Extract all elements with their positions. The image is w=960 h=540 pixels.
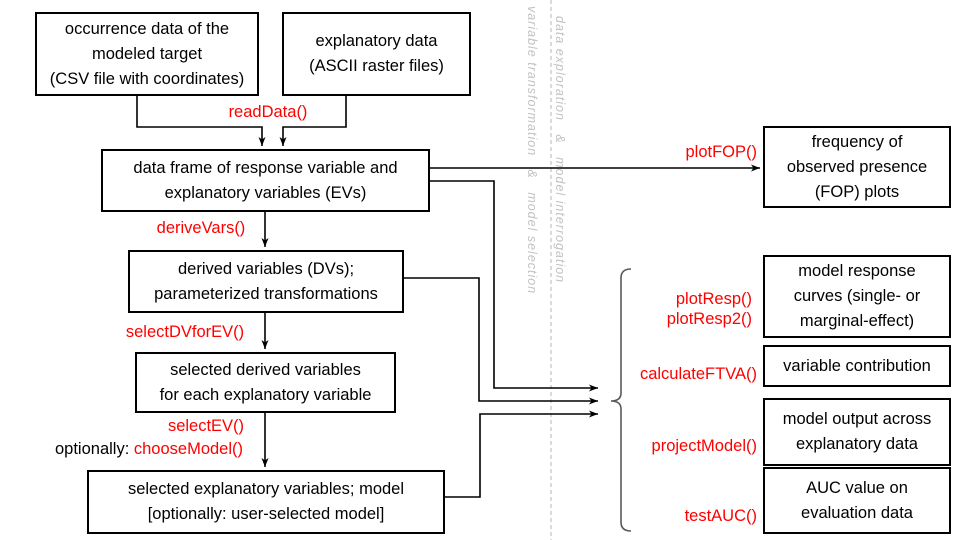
box-auc-value: AUC value on evaluation data bbox=[763, 467, 951, 534]
label-choose-model-function: optionally: chooseModel() bbox=[28, 439, 270, 459]
connector-explanatory-to-dataframe bbox=[279, 95, 347, 146]
box-text-line: data frame of response variable and bbox=[133, 158, 398, 177]
label-project-model-function: projectModel() bbox=[651, 437, 757, 455]
box-text-line: explanatory variables (EVs) bbox=[164, 183, 367, 202]
label-select-ev-function: selectEV() bbox=[167, 417, 245, 435]
box-text-line: marginal-effect) bbox=[799, 312, 915, 330]
box-text-line: selected explanatory variables; model bbox=[127, 480, 405, 498]
box-selected-derived-variables: selected derived variables for each expl… bbox=[135, 352, 396, 413]
connector-occurrence-to-dataframe bbox=[136, 95, 266, 146]
box-fop-plots: frequency of observed presence (FOP) plo… bbox=[763, 126, 951, 208]
box-text-line: model response bbox=[798, 262, 916, 280]
box-text-line: selected derived variables bbox=[170, 360, 361, 379]
connector-dataframe-to-brace bbox=[430, 180, 598, 392]
box-text-line: explanatory data bbox=[795, 435, 918, 453]
box-occurrence-data: occurrence data of the modeled target (C… bbox=[35, 12, 259, 96]
label-derive-vars-function: deriveVars() bbox=[156, 219, 246, 237]
box-text-line: occurrence data of the bbox=[64, 19, 230, 38]
section-label-variable-transformation: variable transformation & model selectio… bbox=[525, 5, 539, 295]
box-variable-contribution: variable contribution bbox=[763, 345, 951, 387]
output-group-brace bbox=[610, 268, 632, 532]
box-text-line: (CSV file with coordinates) bbox=[49, 69, 245, 88]
box-text-line: evaluation data bbox=[801, 503, 913, 522]
box-text-line: (ASCII raster files) bbox=[309, 57, 444, 75]
box-text-line: AUC value on bbox=[806, 478, 908, 497]
label-select-dv-for-ev-function: selectDVforEV() bbox=[125, 323, 245, 341]
box-text-line: [optionally: user-selected model] bbox=[147, 505, 385, 523]
box-text-line: observed presence bbox=[786, 157, 928, 176]
label-test-auc-function: testAUC() bbox=[684, 507, 757, 525]
label-plot-resp-function: plotResp() bbox=[675, 290, 752, 308]
box-text-line: for each explanatory variable bbox=[159, 385, 372, 404]
label-plot-fop-function: plotFOP() bbox=[685, 143, 757, 161]
box-selected-explanatory-variables: selected explanatory variables; model [o… bbox=[87, 470, 445, 534]
label-plot-resp2-function: plotResp2() bbox=[666, 310, 752, 328]
box-text-line: modeled target bbox=[91, 44, 203, 63]
section-label-data-exploration: data exploration & model interrogation bbox=[553, 16, 567, 284]
label-calculate-ftva-function: calculateFTVA() bbox=[639, 365, 757, 383]
box-explanatory-data: explanatory data (ASCII raster files) bbox=[282, 12, 471, 96]
choose-model-optional-prefix: optionally: bbox=[54, 440, 134, 458]
box-model-output: model output across explanatory data bbox=[763, 398, 951, 466]
connector-selected-evs-to-brace bbox=[445, 410, 598, 498]
box-text-line: variable contribution bbox=[783, 356, 931, 375]
box-dataframe: data frame of response variable and expl… bbox=[101, 149, 430, 212]
box-text-line: explanatory data bbox=[315, 32, 438, 50]
box-text-line: frequency of bbox=[811, 132, 903, 151]
connector-derived-to-brace bbox=[404, 277, 598, 405]
label-read-data-function: readData() bbox=[228, 103, 308, 121]
choose-model-function-name: chooseModel() bbox=[133, 440, 244, 458]
box-derived-variables: derived variables (DVs); parameterized t… bbox=[128, 250, 404, 313]
box-text-line: parameterized transformations bbox=[154, 284, 378, 303]
box-text-line: model output across bbox=[782, 410, 932, 428]
box-response-curves: model response curves (single- or margin… bbox=[763, 255, 951, 338]
box-text-line: curves (single- or bbox=[793, 287, 921, 305]
box-text-line: derived variables (DVs); bbox=[177, 259, 355, 278]
box-text-line: (FOP) plots bbox=[814, 182, 900, 201]
